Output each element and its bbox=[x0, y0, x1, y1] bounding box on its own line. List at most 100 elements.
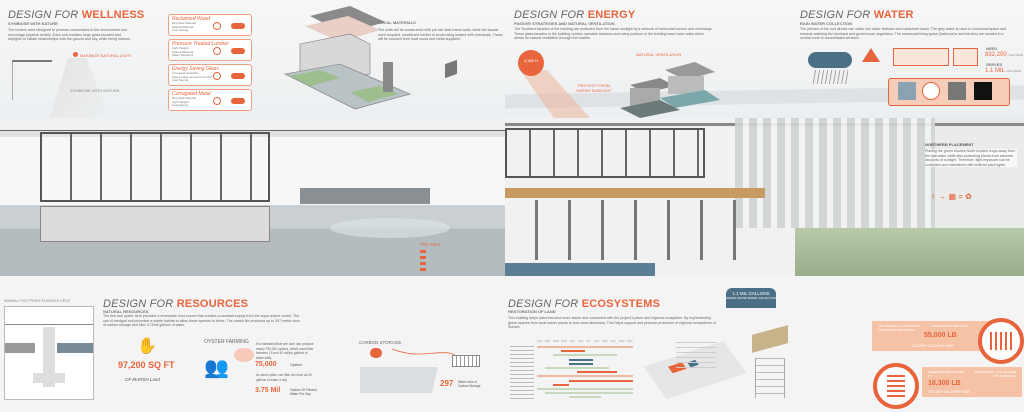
farmer-figures-icon: 👥 bbox=[204, 357, 229, 379]
farmland-yield-card: AVG PERSON : 275 LB 55,000 / 275 SERVES … bbox=[872, 321, 990, 351]
clock-icon bbox=[213, 72, 221, 80]
water-subtitle: RAIN WATER COLLECTION bbox=[800, 21, 853, 26]
co2-cloud-icon bbox=[231, 98, 245, 104]
month-label: JUN bbox=[578, 340, 584, 343]
clock-icon bbox=[213, 47, 221, 55]
calendar-bar bbox=[537, 388, 633, 390]
month-label: MAY bbox=[569, 340, 576, 343]
oysters-label: Oysters bbox=[290, 363, 303, 367]
label-protect-sunlight: PROTECT FROM HARSH SUNLIGHT bbox=[576, 83, 612, 93]
tank-black bbox=[974, 82, 992, 100]
label-symbiose: SYMBIOSE WITH NATURE bbox=[70, 88, 120, 93]
co2-cloud-icon bbox=[231, 23, 245, 29]
calendar-bar bbox=[545, 392, 633, 395]
light-dot-icon bbox=[73, 52, 78, 57]
water-title: DESIGN FOR WATER bbox=[800, 9, 914, 21]
calendar-bar bbox=[545, 367, 609, 369]
species-labels bbox=[510, 346, 534, 400]
energy-subtitle: PASSIVE STRATEGIES AND NATURAL VENTILATI… bbox=[514, 21, 615, 26]
calendar-bar bbox=[569, 362, 593, 365]
month-label: FEB bbox=[544, 340, 550, 343]
co2-cloud-icon bbox=[231, 48, 245, 54]
need-label: NEED bbox=[986, 46, 998, 51]
month-label: SEP bbox=[602, 340, 608, 343]
greenhouse-icon bbox=[873, 363, 919, 409]
month-label: APR bbox=[561, 340, 567, 343]
energy-text: The Southern facades of the building are… bbox=[514, 27, 713, 41]
month-label: JUL bbox=[586, 340, 591, 343]
exploded-axonometric bbox=[284, 6, 411, 110]
deck-title: MINIMAL FOOT PRINT ELEVATED DECK bbox=[4, 299, 70, 303]
tank-grey bbox=[948, 82, 966, 100]
wellness-subtitle: SYMBIOSE WITH NATURE bbox=[8, 21, 58, 26]
water-fixtures-box bbox=[893, 48, 949, 66]
rain-drops bbox=[812, 70, 848, 84]
greenhouse-yield-card: GREEN HOUSE 9,130 SQ FT AVG PERSON : 275… bbox=[922, 367, 1022, 397]
energy-title: DESIGN FOR ENERGY bbox=[514, 9, 636, 21]
wellness-title: DESIGN FOR WELLNESS bbox=[8, 9, 145, 21]
ecosystems-text: This building helps users become more aw… bbox=[508, 316, 716, 330]
deck-detail-drawing bbox=[4, 306, 94, 400]
water-plant-box bbox=[953, 48, 978, 66]
northern-placement-text: Placing the green houses North locates c… bbox=[925, 149, 1017, 168]
local-materials-title: LOCAL MATERIALS bbox=[378, 20, 416, 25]
calendar-bar bbox=[537, 346, 633, 348]
resources-text: The fish and oyster farm provides a rene… bbox=[103, 314, 300, 328]
carbon-label: Metric tons of Carbon Storage bbox=[458, 380, 481, 388]
adult-oyster-text: An adult oyster can filter as much as 50… bbox=[256, 373, 312, 382]
calendar-bar bbox=[553, 354, 617, 357]
clock-icon bbox=[213, 22, 221, 30]
co2-cloud-icon bbox=[231, 73, 245, 79]
roof-collection-icon bbox=[862, 48, 880, 62]
calendar-bar bbox=[569, 396, 601, 399]
hostel-units-axon bbox=[620, 62, 720, 118]
rain-cloud-icon bbox=[808, 52, 852, 68]
label-natural-ventilation: NATURAL VENTILATION bbox=[636, 52, 682, 57]
carbon-value: 297 bbox=[440, 379, 454, 388]
tank-clean bbox=[898, 82, 916, 100]
calendar-bar bbox=[537, 375, 633, 378]
carbon-storage-diagram bbox=[360, 367, 438, 393]
local-materials-text: The units will be constructed with pre-f… bbox=[378, 28, 503, 42]
ecosystems-title: DESIGN FOR ECOSYSTEMS bbox=[508, 298, 661, 310]
wellness-building-section: Fish Farm bbox=[0, 118, 505, 276]
hand-plant-icon: ✋ bbox=[137, 338, 157, 355]
need-value: 832,200 GAL/YEAR bbox=[985, 52, 1024, 58]
oyster-text: It is estimated that one acre can produc… bbox=[256, 342, 314, 360]
oysters-value: 75,000 bbox=[255, 361, 277, 368]
calendar-bar bbox=[569, 358, 593, 361]
month-label: AUG bbox=[593, 340, 600, 343]
resources-subtitle: NATURAL RESOURCES bbox=[103, 309, 149, 314]
site-legend bbox=[676, 342, 716, 372]
month-label: NOV bbox=[618, 340, 625, 343]
sun-hours-badge: 4,380 H bbox=[518, 50, 544, 76]
co2-cloud-icon bbox=[370, 348, 382, 358]
month-label: MAR bbox=[552, 340, 559, 343]
water-text: The pitches of the roof directs rain wat… bbox=[800, 27, 1007, 41]
hostel-sketch bbox=[12, 60, 52, 100]
calendar-bar bbox=[569, 379, 633, 382]
marsh-area-label: OF MARSH Land bbox=[125, 377, 160, 382]
energy-water-building-section bbox=[505, 118, 1024, 276]
wellness-text: The hostels were designed to promote con… bbox=[8, 28, 131, 42]
carbon-storage-title: CARBON STORAGE bbox=[359, 340, 402, 345]
filter-value: 3.75 Mil bbox=[255, 387, 281, 394]
calendar-bar bbox=[553, 383, 569, 386]
serves-label: SERVES bbox=[986, 62, 1003, 67]
ecosystems-subtitle: RESTORATION OF LAND bbox=[508, 309, 556, 314]
oyster-farming-title: OYSTER FARMING bbox=[204, 339, 249, 345]
greenhouse-axon bbox=[755, 358, 785, 398]
northern-placement-title: NORTHERN PLACEMENT bbox=[925, 142, 974, 147]
fish-icons bbox=[420, 250, 426, 274]
clock-icon bbox=[213, 97, 221, 105]
resources-title: DESIGN FOR RESOURCES bbox=[103, 298, 249, 310]
recycle-icon bbox=[922, 82, 940, 100]
city-icon bbox=[452, 355, 480, 367]
calendar-bar bbox=[577, 371, 617, 374]
month-label: DEC bbox=[627, 340, 633, 343]
